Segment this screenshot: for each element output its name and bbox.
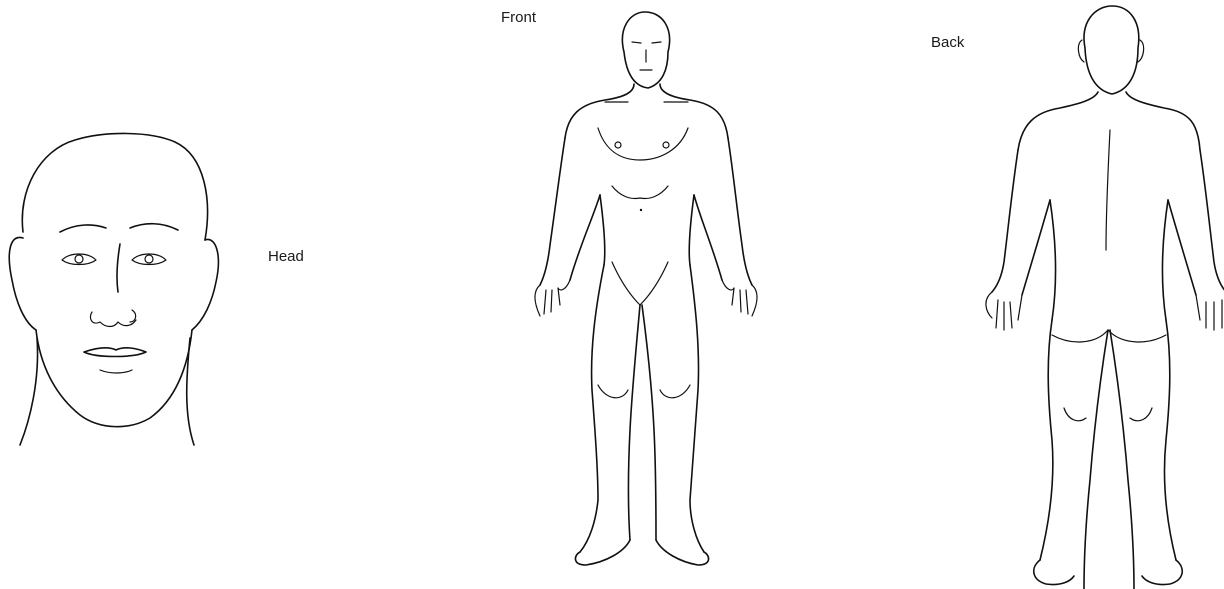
front-pectorals [598, 128, 688, 160]
back-torso-left [1050, 200, 1056, 320]
back-right-hand [1196, 295, 1222, 330]
back-left-arm-outer [992, 150, 1018, 292]
left-ear [9, 237, 36, 330]
head-label: Head [268, 248, 304, 265]
back-right-arm-inner [1168, 200, 1196, 295]
back-left-leg-inner [1084, 330, 1108, 589]
front-left-hand [535, 280, 570, 316]
back-right-leg-outer [1164, 320, 1176, 560]
front-torso-right [689, 195, 694, 265]
head-outline [22, 133, 207, 240]
front-ribs [612, 186, 668, 199]
front-pelvis [612, 262, 668, 305]
front-right-leg-outer [690, 265, 704, 552]
back-head [1084, 6, 1139, 94]
front-left-arm-inner [570, 195, 600, 280]
right-ear [192, 239, 218, 330]
front-label: Front [501, 9, 537, 26]
back-left-leg-outer [1040, 320, 1053, 560]
nose-bridge [117, 244, 120, 292]
back-right-shoulder [1126, 92, 1200, 150]
front-left-shoulder [565, 84, 634, 138]
back-label: Back [931, 34, 965, 51]
front-torso-left [600, 195, 605, 265]
front-right-arm-outer [728, 138, 752, 285]
back-right-foot [1142, 560, 1182, 585]
front-body-diagram [535, 12, 757, 565]
neck-left [20, 338, 38, 445]
back-left-hand [986, 292, 1022, 330]
back-left-foot [1034, 560, 1074, 585]
back-knees [1064, 408, 1152, 421]
front-left-nipple [615, 142, 621, 148]
chin-line [100, 370, 132, 373]
front-left-leg-outer [580, 265, 604, 552]
right-pupil [145, 255, 153, 263]
front-right-hand [722, 280, 757, 316]
jaw-outline [36, 330, 192, 427]
front-face [632, 42, 661, 70]
back-spine [1106, 130, 1110, 250]
front-knees [598, 385, 690, 398]
right-eyebrow [130, 224, 178, 230]
mouth [84, 348, 146, 357]
back-ears [1078, 40, 1143, 62]
back-right-leg-inner [1110, 330, 1134, 589]
back-left-shoulder [1018, 92, 1098, 150]
front-right-foot [656, 540, 709, 565]
back-body-diagram [986, 6, 1224, 589]
front-navel [640, 209, 642, 211]
front-right-shoulder [660, 84, 728, 138]
back-buttocks [1052, 330, 1166, 342]
nose-tip [90, 310, 136, 327]
front-left-foot [575, 540, 630, 565]
head-diagram [9, 133, 218, 445]
back-torso-right [1162, 200, 1168, 320]
left-eyebrow [60, 225, 106, 232]
front-right-leg-inner [642, 305, 656, 540]
front-right-arm-inner [694, 195, 722, 280]
back-right-arm-outer [1200, 150, 1224, 292]
back-left-arm-inner [1022, 200, 1050, 295]
left-pupil [75, 255, 83, 263]
front-right-nipple [663, 142, 669, 148]
front-left-leg-inner [629, 305, 641, 540]
neck-right [187, 338, 194, 445]
front-left-arm-outer [540, 138, 565, 285]
